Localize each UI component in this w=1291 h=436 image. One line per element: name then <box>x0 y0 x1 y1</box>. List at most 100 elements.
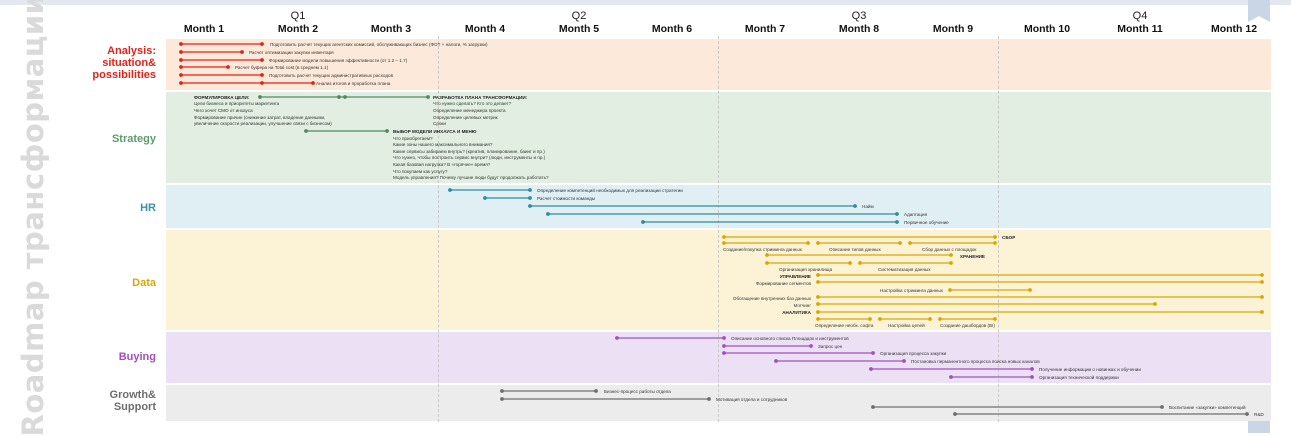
milestone-dot <box>895 212 899 216</box>
task-label: Чего хочет СМО от инхауса <box>194 107 253 113</box>
milestone-dot <box>1153 302 1157 306</box>
milestone-dot <box>816 295 820 299</box>
task-label: Воспитание «закупки» компетенций <box>1169 404 1246 410</box>
task-label: Организация хранилища <box>779 266 833 272</box>
milestone-dot <box>426 95 430 99</box>
milestone-dot <box>816 310 820 314</box>
task-label: УПРАВЛЕНИЕ <box>779 273 811 279</box>
milestone-dot <box>641 220 645 224</box>
task-label: Формирование модели повышения эффективно… <box>269 57 408 63</box>
lane-label-growth: Growth& Support <box>64 389 156 413</box>
task-label: ВЫБОР МОДЕЛИ ИНХАУСА И МЕНЮ <box>393 128 477 134</box>
month-label: Month 7 <box>744 23 786 35</box>
milestone-dot <box>809 344 813 348</box>
task-label: ХРАНЕНИЕ <box>959 253 985 259</box>
milestone-dot <box>179 42 183 46</box>
lane-label-line: Growth& <box>109 389 156 401</box>
task-label: Расчет стоимости команды <box>537 195 596 201</box>
task-label: АНАЛИТИКА <box>782 309 811 315</box>
milestone-dot <box>240 50 244 54</box>
task-label: Определение необх. софта <box>815 322 874 328</box>
milestone-dot <box>858 261 862 265</box>
milestone-dot <box>806 241 810 245</box>
milestone-dot <box>1160 405 1164 409</box>
lane-label-analysis: Analysis: situation& possibilities <box>64 45 156 81</box>
milestone-dot <box>1030 375 1034 379</box>
task-label: Что покупаем как услугу? <box>393 168 448 174</box>
lane-label-line: Buying <box>118 351 156 363</box>
milestone-dot <box>260 73 264 77</box>
task-label: Какие зоны нашего максимального внимания… <box>393 142 493 148</box>
task-label: Формирование сегментов <box>755 280 811 286</box>
milestone-dot <box>853 204 857 208</box>
lane-label-line: Data <box>132 277 156 289</box>
task-label: Создание/покупка стриминга данных <box>723 246 802 252</box>
task-label: РАЗРАБОТКА ПЛАНА ТРАНСФОРМАЦИИ: <box>433 94 528 100</box>
task-label: Организация технической поддержки <box>1039 374 1119 380</box>
milestone-dot <box>948 288 952 292</box>
milestone-dot <box>871 351 875 355</box>
milestone-dot <box>528 204 532 208</box>
lane-label-line: possibilities <box>92 69 156 81</box>
month-label: Month 6 <box>651 23 693 35</box>
milestone-dot <box>993 317 997 321</box>
milestone-dot <box>707 397 711 401</box>
top-border <box>0 0 1291 5</box>
milestone-dot <box>528 196 532 200</box>
milestone-dot <box>1260 295 1264 299</box>
task-label: R&D <box>1254 411 1264 417</box>
milestone-dot <box>500 397 504 401</box>
milestone-dot <box>500 389 504 393</box>
month-label: Month 8 <box>838 23 880 35</box>
milestone-dot <box>722 235 726 239</box>
bookmark-icon[interactable] <box>1248 0 1270 22</box>
task-label: Что нужно сделать? Кто это делает? <box>433 100 512 106</box>
month-label: Month 1 <box>183 23 225 35</box>
task-label: Описание типов данных <box>829 246 881 252</box>
milestone-dot <box>816 317 820 321</box>
task-label: Запрос цен <box>818 343 843 349</box>
milestone-dot <box>615 336 619 340</box>
milestone-dot <box>1028 288 1032 292</box>
milestone-dot <box>895 220 899 224</box>
task-label: Постановка перманентного процесса поиска… <box>911 358 1040 364</box>
milestone-dot <box>179 58 183 62</box>
milestone-dot <box>898 241 902 245</box>
task-label: Что нужно, чтобы построить сервис внутри… <box>393 155 546 161</box>
task-label: СБОР <box>1002 234 1016 240</box>
quarter-divider <box>718 36 719 422</box>
milestone-dot <box>1030 367 1034 371</box>
corner-tab <box>1248 421 1270 433</box>
milestone-dot <box>546 212 550 216</box>
quarter-divider <box>998 36 999 422</box>
milestone-dot <box>343 95 347 99</box>
milestone-dot <box>949 253 953 257</box>
task-label: Расчет буфера на Total cost (в среднем 1… <box>235 64 329 70</box>
milestone-dot <box>260 81 264 85</box>
task-label: Бизнес-процесс работы отдела <box>604 388 671 394</box>
milestone-dot <box>722 241 726 245</box>
milestone-dot <box>722 351 726 355</box>
milestone-dot <box>816 273 820 277</box>
milestone-dot <box>953 412 957 416</box>
task-label: увеличение скорости реализации, улучшени… <box>194 120 332 126</box>
task-label: Мотивация отдела и сотрудников <box>716 396 788 402</box>
quarter-label: Q1 <box>290 10 306 22</box>
task-label: Модель управления? Почему лучшие люди бу… <box>393 175 549 181</box>
task-label: Организация процесса закупки <box>880 350 947 356</box>
milestone-dot <box>908 241 912 245</box>
milestone-dot <box>949 261 953 265</box>
lane-label-line: situation& <box>102 57 156 69</box>
milestone-dot <box>1260 280 1264 284</box>
milestone-dot <box>993 235 997 239</box>
task-label: Подготовить расчет текущих агентских ком… <box>270 41 488 47</box>
milestone-dot <box>848 261 852 265</box>
milestone-dot <box>594 389 598 393</box>
quarter-label: Q2 <box>571 10 587 22</box>
milestone-dot <box>902 359 906 363</box>
month-label: Month 11 <box>1117 23 1163 35</box>
task-label: Что приобретаем? <box>393 135 433 141</box>
task-label: Первичное обучение <box>904 219 949 225</box>
month-label: Month 3 <box>370 23 412 35</box>
milestone-dot <box>1260 310 1264 314</box>
